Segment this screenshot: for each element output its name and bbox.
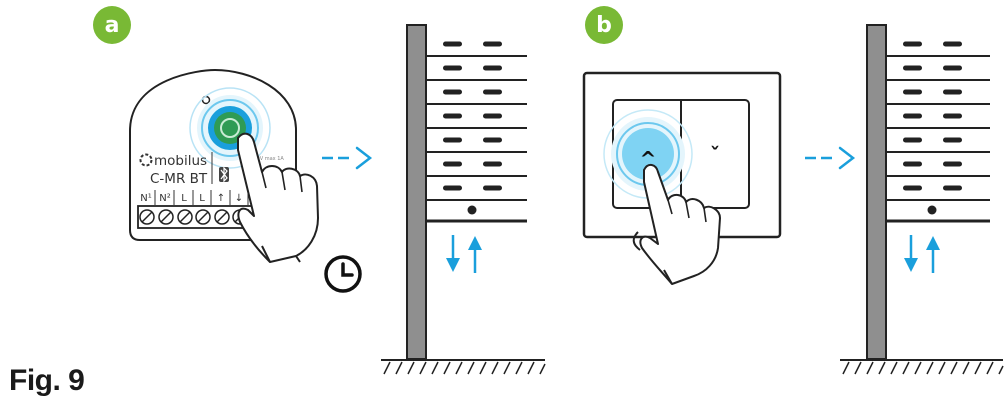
press-wave-icon	[603, 109, 693, 199]
step-b-letter: b	[596, 13, 612, 38]
model-name: C-MR BT	[150, 171, 208, 187]
ground-line	[381, 359, 546, 375]
dashed-arrow-right-icon	[805, 146, 856, 170]
up-down-arrows-icon	[904, 235, 940, 273]
blind-handle	[927, 205, 937, 215]
dashed-arrow-right-icon	[322, 146, 373, 170]
terminal-label: L	[199, 193, 205, 204]
brand-logo: mobilus	[139, 153, 207, 169]
up-down-arrows-icon	[446, 235, 482, 273]
hand-press-icon	[632, 164, 721, 285]
step-a-letter: a	[105, 13, 120, 38]
step-b-badge: b	[585, 6, 623, 44]
wall-switch: ^ ˇ	[582, 71, 782, 239]
wall-post	[866, 24, 887, 360]
terminal-label: N²	[159, 193, 171, 204]
terminal-label: ↓	[235, 193, 243, 204]
wall-post	[406, 24, 427, 360]
slat-slots	[903, 41, 962, 191]
slat-slots	[443, 41, 502, 191]
rating-text: ~230V max 1A	[246, 156, 284, 162]
roller-blind-panel	[381, 24, 546, 375]
terminal-label: ↑	[217, 193, 225, 204]
blind-handle	[467, 205, 477, 215]
figure-caption: Fig. 9	[9, 364, 85, 397]
hand-press-icon	[237, 132, 319, 263]
blind-slats	[426, 55, 527, 223]
blind-slats	[886, 55, 990, 223]
bluetooth-icon	[219, 166, 229, 183]
down-symbol: ˇ	[710, 143, 720, 167]
roller-blind-panel	[840, 24, 1004, 375]
terminal-label: L	[181, 193, 187, 204]
brand-name: mobilus	[154, 153, 207, 169]
terminal-labels: N¹ N² L L ↑ ↓	[140, 190, 249, 205]
ground-line	[840, 359, 1004, 375]
terminal-label: N¹	[140, 193, 152, 204]
down-button[interactable]: ˇ	[710, 143, 720, 167]
clock-icon	[324, 255, 362, 293]
pairing-button[interactable]	[214, 112, 246, 144]
step-a-badge: a	[93, 6, 131, 44]
